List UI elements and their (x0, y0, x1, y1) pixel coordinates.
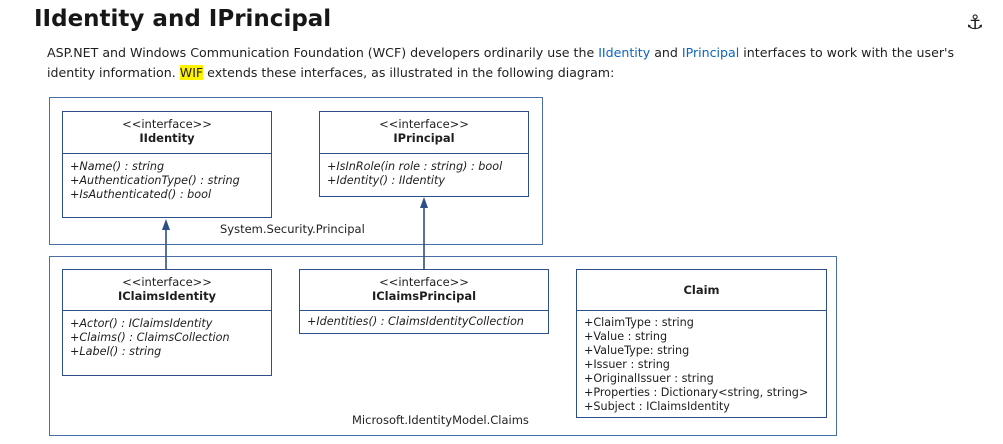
intro-text-1: ASP.NET and Windows Communication Founda… (47, 45, 599, 60)
member: +Identity() : IIdentity (327, 174, 446, 187)
member: +Actor() : IClaimsIdentity (70, 317, 213, 330)
package-label-bottom: Microsoft.IdentityModel.Claims (352, 413, 529, 427)
class-iclaimsidentity-members: +Actor() : IClaimsIdentity +Claims() : C… (63, 311, 271, 359)
member: +ValueType: string (584, 344, 690, 357)
stereotype-label: <<interface>> (122, 275, 212, 289)
member: +IsInRole(in role : string) : bool (327, 160, 503, 173)
stereotype-label: <<interface>> (122, 117, 212, 131)
class-claim: Claim +ClaimType : string +Value : strin… (576, 269, 827, 418)
section-heading: IIdentity and IPrincipal (34, 6, 332, 32)
class-iidentity-members: +Name() : string +AuthenticationType() :… (63, 154, 271, 202)
class-name: IPrincipal (393, 131, 455, 145)
member: +Name() : string (70, 160, 165, 173)
class-iclaimsidentity-header: <<interface>> IClaimsIdentity (63, 270, 271, 311)
member: +Value : string (584, 330, 668, 343)
stereotype-label: <<interface>> (379, 275, 469, 289)
intro-text-4: extends these interfaces, as illustrated… (203, 65, 615, 80)
class-iprincipal-header: <<interface>> IPrincipal (320, 112, 528, 154)
member: +OriginalIssuer : string (584, 372, 714, 385)
class-iclaimsidentity: <<interface>> IClaimsIdentity +Actor() :… (62, 269, 272, 376)
class-iclaimsprincipal: <<interface>> IClaimsPrincipal +Identiti… (299, 269, 549, 334)
member: +Properties : Dictionary<string, string> (584, 386, 809, 399)
class-name: IClaimsIdentity (117, 289, 217, 303)
wif-highlight: WIF (179, 65, 204, 80)
class-iidentity-header: <<interface>> IIdentity (63, 112, 271, 154)
stereotype-label: <<interface>> (379, 117, 469, 131)
class-iprincipal-members: +IsInRole(in role : string) : bool +Iden… (320, 154, 528, 188)
member: +Label() : string (70, 345, 162, 358)
intro-text-2: and (650, 45, 682, 60)
anchor-icon[interactable]: ⚓ (966, 10, 984, 34)
class-name: Claim (683, 283, 720, 297)
member: +ClaimType : string (584, 316, 694, 329)
member: +Issuer : string (584, 358, 670, 371)
intro-paragraph: ASP.NET and Windows Communication Founda… (47, 43, 977, 83)
member: +Identities() : ClaimsIdentityCollection (307, 315, 524, 328)
intro-text-3: interfaces to work with the user's ident… (47, 45, 955, 80)
class-iidentity: <<interface>> IIdentity +Name() : string… (62, 111, 272, 218)
package-label-top: System.Security.Principal (220, 222, 365, 236)
package-system-security-principal (49, 97, 543, 245)
class-claim-header: Claim (577, 270, 826, 311)
class-iprincipal: <<interface>> IPrincipal +IsInRole(in ro… (319, 111, 529, 197)
class-iclaimsprincipal-members: +Identities() : ClaimsIdentityCollection (300, 311, 548, 329)
iidentity-link[interactable]: IIdentity (598, 45, 651, 60)
member: +IsAuthenticated() : bool (70, 188, 212, 201)
class-name: IIdentity (139, 131, 195, 145)
class-name: IClaimsPrincipal (371, 289, 477, 303)
member: +AuthenticationType() : string (70, 174, 240, 187)
iprincipal-link[interactable]: IPrincipal (681, 45, 740, 60)
package-microsoft-identitymodel-claims (49, 256, 837, 436)
class-claim-members: +ClaimType : string +Value : string +Val… (577, 311, 826, 414)
class-iclaimsprincipal-header: <<interface>> IClaimsPrincipal (300, 270, 548, 311)
member: +Claims() : ClaimsCollection (70, 331, 230, 344)
member: +Subject : IClaimsIdentity (584, 400, 730, 413)
